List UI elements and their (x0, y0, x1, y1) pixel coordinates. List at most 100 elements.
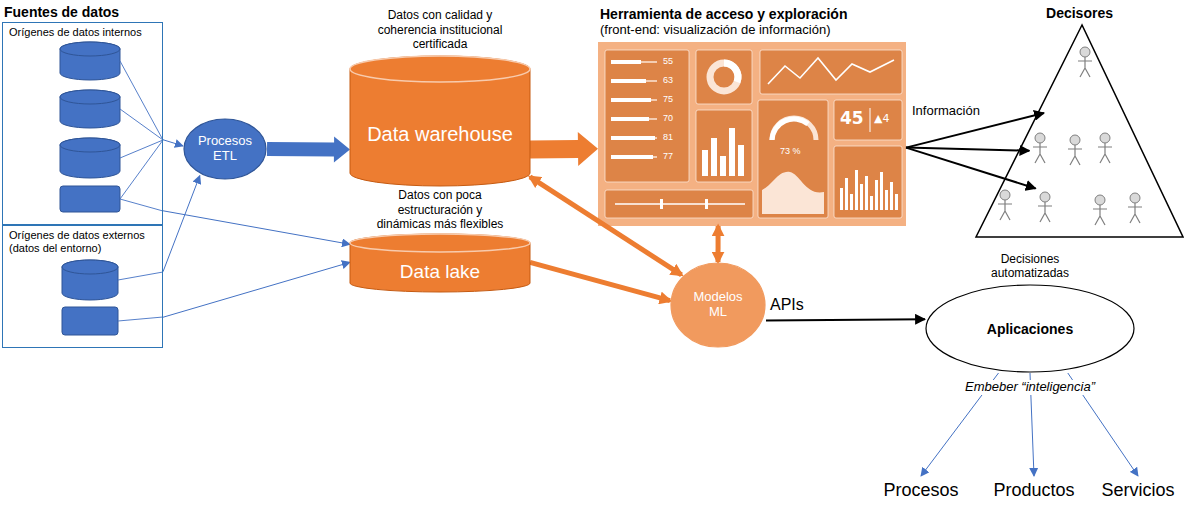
node-heading-area: Herramienta de acceso y exploración(fron… (598, 2, 906, 40)
dashboard-value: 73 % (780, 146, 801, 156)
decor-rect (611, 60, 641, 64)
decor-path (772, 118, 816, 140)
node-body: Productos (978, 476, 1090, 504)
decor-ellipse (60, 42, 120, 56)
model-ellipse-outline (670, 262, 766, 348)
decor-ellipse (60, 138, 120, 152)
decor-rect (605, 50, 689, 182)
dashboard-value: 45 (840, 109, 864, 129)
flow-arrow (163, 140, 183, 146)
decision-triangle: Decisores (975, 2, 1184, 238)
source-box: Orígenes de datos externos (datos del en… (2, 225, 163, 348)
decor-g (605, 50, 902, 218)
decor-rect (758, 100, 828, 218)
decor-rect (834, 146, 902, 218)
source-feed-lines (118, 61, 163, 321)
triangle-shape (976, 25, 1183, 237)
application-ellipse-outline (925, 284, 1135, 373)
source-box: Orígenes de datos internos (2, 22, 163, 225)
flow-arrow (163, 176, 200, 272)
cylinder-top (350, 234, 530, 252)
storage-cylinder: Datos con calidad y coherencia instituci… (350, 4, 530, 186)
dashboard-value: 55 (663, 56, 673, 66)
decor-use (1098, 133, 1112, 163)
decor-g (702, 128, 744, 176)
node-body: Data warehouse (350, 56, 530, 186)
node-heading: (front-end: visualización de información… (600, 22, 831, 37)
decor-path (60, 138, 120, 178)
flow-arrow (163, 211, 350, 245)
decor-path (611, 62, 657, 157)
node-label: Servicios (1101, 480, 1174, 501)
decor-rect (834, 100, 902, 140)
edge-label: APIs (768, 296, 806, 314)
decor-rect (660, 199, 663, 209)
node-heading: Datos con calidad y coherencia instituci… (370, 8, 510, 51)
node-body: Procesos ETL (183, 118, 267, 180)
decor-rect (705, 199, 708, 209)
ellipse-shape (184, 119, 266, 179)
storage-cylinder: Datos con poca estructuración y dinámica… (350, 186, 530, 292)
decor-rect (598, 42, 906, 226)
decor-rect (605, 190, 753, 218)
flow-arrow (530, 177, 682, 275)
decor-path (62, 260, 118, 300)
cylinder-body (350, 56, 530, 186)
dashboard-value: 77 (663, 151, 673, 161)
node-body: Procesos (872, 476, 970, 504)
dashboard-value: 63 (663, 75, 673, 85)
node-heading: Decisiones automatizadas (965, 252, 1095, 281)
decor-path (60, 90, 120, 128)
application-ellipse: Decisiones automatizadasAplicaciones (925, 248, 1135, 373)
decor-path (724, 63, 738, 82)
decor-rect (880, 172, 883, 210)
ellipse-shape (926, 285, 1134, 372)
decor-use (1038, 192, 1052, 222)
flow-arrow (921, 373, 999, 476)
decor-rect (696, 110, 752, 182)
node-label: Productos (993, 480, 1074, 501)
decor-rect (850, 194, 853, 210)
edge-label: Información (910, 104, 982, 119)
node-heading-area: Datos con calidad y coherencia instituci… (350, 4, 530, 56)
decor-g (840, 170, 898, 210)
node-label: Aplicaciones (987, 321, 1073, 337)
dashboard-value: 81 (663, 132, 673, 142)
decor-path (870, 108, 871, 132)
decision-triangle-outline (975, 24, 1184, 238)
flow-arrow (906, 148, 1036, 189)
source-panel: Fuentes de datosOrígenes de datos intern… (2, 2, 163, 348)
decor-rect (611, 79, 646, 83)
flow-arrow (766, 319, 925, 320)
decor-path (118, 61, 163, 321)
node-heading: Decisores (1046, 5, 1113, 21)
decor-rect (760, 50, 902, 94)
dashboard-value: 70 (663, 113, 673, 123)
decor-ellipse (60, 90, 120, 104)
decor-rect (720, 156, 726, 176)
flow-arrow (906, 113, 1044, 148)
data-source-icons (60, 42, 120, 335)
process-ellipse-outline (183, 118, 267, 180)
decor-rect (611, 136, 655, 140)
node-heading-area: Datos con poca estructuración y dinámica… (350, 186, 530, 234)
decor-rect (840, 188, 843, 210)
cylinder-body (350, 234, 530, 292)
decor-rect (895, 194, 898, 210)
decor-rect (60, 186, 120, 212)
decor-rect (870, 196, 873, 210)
decision-makers (998, 47, 1142, 225)
node-body (975, 24, 1184, 238)
decor-use (1128, 193, 1142, 223)
dashboard-value: 75 (663, 94, 673, 104)
note-text: Embeber “inteligencia” (962, 380, 1098, 395)
output-text: Productos (978, 476, 1090, 504)
model-ellipse: Modelos ML (670, 262, 766, 348)
flow-arrow (163, 262, 350, 317)
decor-rect (855, 170, 858, 210)
decor-rect (865, 176, 868, 210)
decor-rect (875, 180, 878, 210)
block-arrow (267, 137, 350, 163)
output-text: Servicios (1094, 476, 1182, 504)
decor-use (1078, 47, 1092, 77)
